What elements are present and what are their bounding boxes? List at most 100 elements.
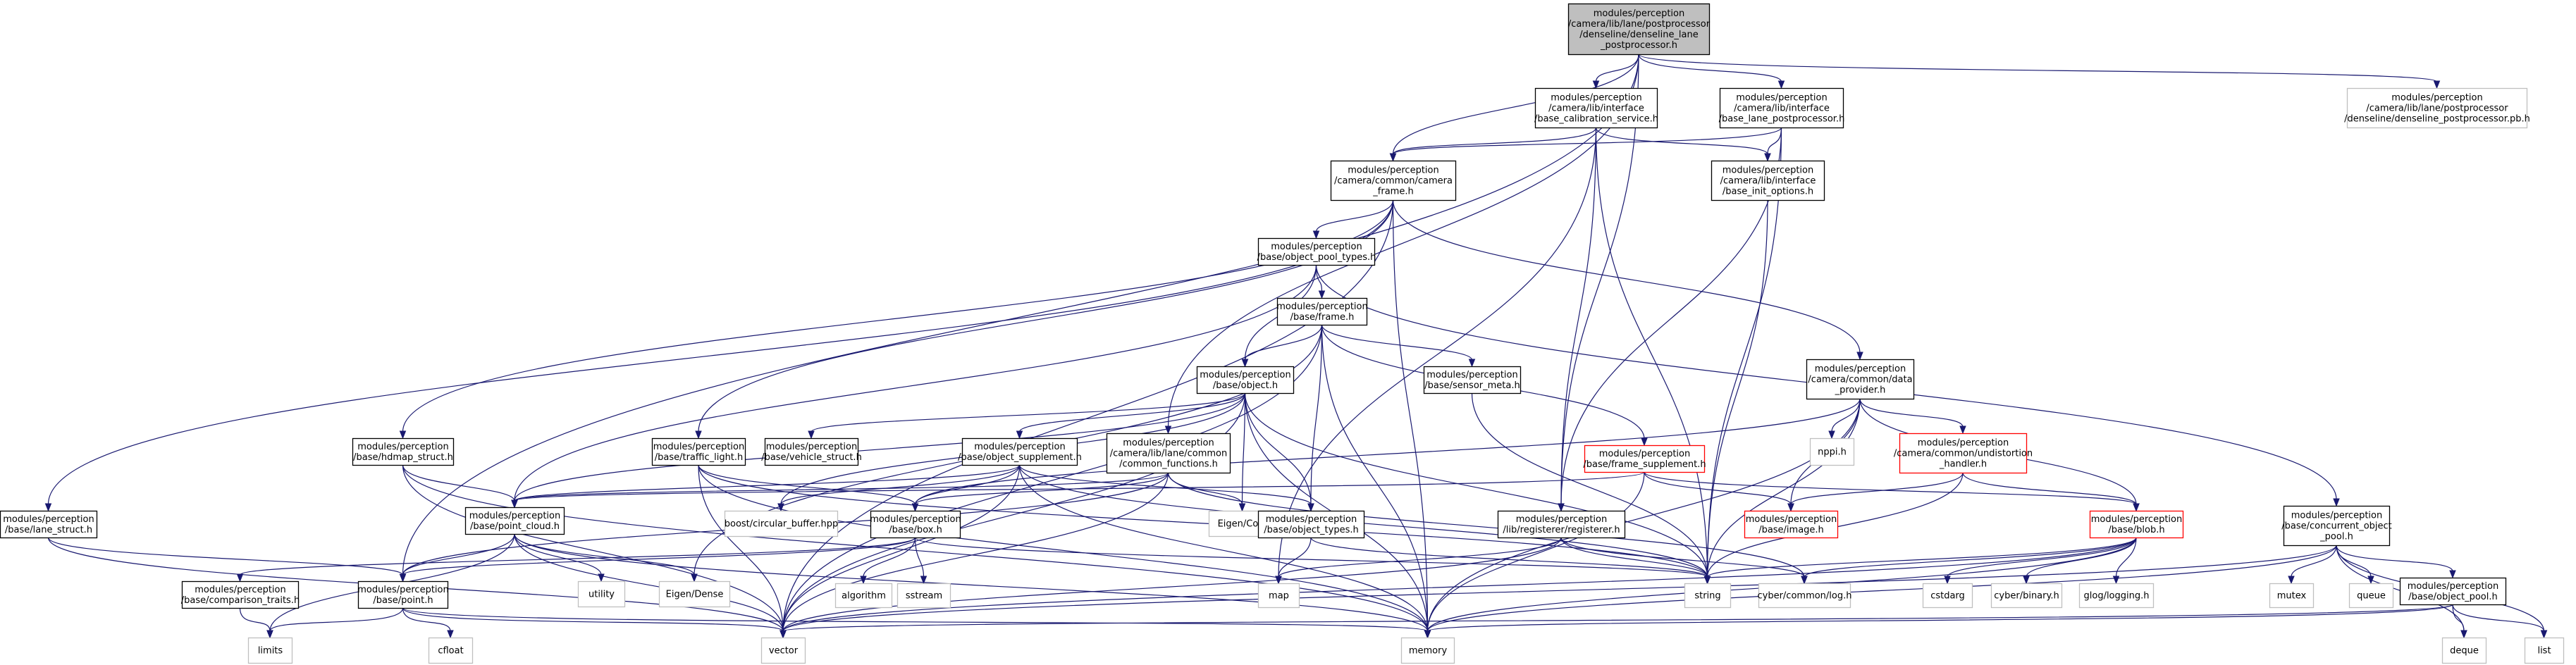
edge-object-pool-to-memory xyxy=(1424,604,2453,639)
node-object[interactable]: modules/perception/base/object.h xyxy=(1196,366,1295,394)
node-sstream[interactable]: sstream xyxy=(896,583,951,609)
node-obj-pool-types[interactable]: modules/perception/base/object_pool_type… xyxy=(1257,237,1376,266)
node-label-line: modules/perception xyxy=(766,442,857,452)
edge-box-to-sstream xyxy=(914,537,928,585)
node-blob[interactable]: modules/perception/base/blob.h xyxy=(2089,510,2184,539)
node-label-line: /base/box.h xyxy=(889,525,942,535)
node-cfloat[interactable]: cfloat xyxy=(428,637,474,664)
node-obj-types[interactable]: modules/perception/base/object_types.h xyxy=(1257,510,1365,539)
edge-sensor-meta-to-string xyxy=(1471,392,1711,585)
node-object-pool[interactable]: modules/perception/base/object_pool.h xyxy=(2399,577,2507,606)
node-label-line: /camera/lib/lane/common xyxy=(1110,449,1228,459)
node-label-line: /camera/common/undistortion xyxy=(1894,449,2033,459)
node-base-lane-pp[interactable]: modules/perception/camera/lib/interface/… xyxy=(1719,87,1845,129)
node-label-line: modules/perception xyxy=(3,514,94,525)
node-obj-supp[interactable]: modules/perception/base/object_supplemen… xyxy=(958,437,1082,466)
node-lane-struct[interactable]: modules/perception/base/lane_struct.h xyxy=(0,510,98,539)
node-label-line: /camera/common/data xyxy=(1808,375,1912,385)
node-label-line: utility xyxy=(588,590,615,600)
node-box xyxy=(2078,583,2155,609)
edge-registerer-to-cyber-log xyxy=(1560,537,1808,585)
node-glog[interactable]: glog/logging.h xyxy=(2078,583,2155,609)
node-box xyxy=(1257,583,1300,609)
node-box xyxy=(1330,160,1457,201)
node-root[interactable]: modules/perception/camera/lib/lane/postp… xyxy=(1567,3,1711,56)
edge-frame-supp-to-blob xyxy=(1644,471,2140,512)
node-frame-supp[interactable]: modules/perception/base/frame_supplement… xyxy=(1583,445,1706,473)
node-algorithm[interactable]: algorithm xyxy=(834,583,893,609)
edge-traffic-light-to-memory xyxy=(698,464,1431,639)
node-camera-frame[interactable]: modules/perception/camera/common/camera_… xyxy=(1330,160,1457,201)
edge-frame-to-obj-types xyxy=(1307,324,1323,512)
node-traffic-light[interactable]: modules/perception/base/traffic_light.h xyxy=(651,437,746,466)
node-box xyxy=(1196,366,1295,394)
node-memory[interactable]: memory xyxy=(1400,637,1455,664)
edge-box-to-comparison xyxy=(236,537,916,583)
node-cyber-binary[interactable]: cyber/binary.h xyxy=(1990,583,2063,609)
node-image[interactable]: modules/perception/base/image.h xyxy=(1744,510,1839,539)
node-hdmap[interactable]: modules/perception/base/hdmap_struct.h xyxy=(352,437,455,466)
node-box[interactable]: modules/perception/base/box.h xyxy=(870,510,961,539)
node-comparison[interactable]: modules/perception/base/comparison_trait… xyxy=(181,580,300,609)
node-point-cloud[interactable]: modules/perception/base/point_cloud.h xyxy=(464,506,565,535)
node-label-line: /base_init_options.h xyxy=(1723,187,1813,197)
node-cstdarg[interactable]: cstdarg xyxy=(1922,583,1973,609)
node-label-line: queue xyxy=(2357,591,2386,602)
edge-base-calib-to-base-init xyxy=(1595,127,1771,162)
node-base-init[interactable]: modules/perception/camera/lib/interface/… xyxy=(1711,160,1825,201)
node-label-line: /base/blob.h xyxy=(2108,525,2164,535)
node-label-line: modules/perception xyxy=(1266,514,1357,525)
node-box xyxy=(1584,445,1706,473)
node-label-line: /base/traffic_light.h xyxy=(655,452,744,463)
node-utility[interactable]: utility xyxy=(577,580,626,608)
node-queue[interactable]: queue xyxy=(2348,583,2394,609)
node-denseline-pb[interactable]: modules/perception/camera/lib/lane/postp… xyxy=(2344,87,2530,129)
node-string[interactable]: string xyxy=(1684,583,1732,609)
edge-object-pool-to-deque xyxy=(2452,604,2467,639)
node-box xyxy=(2346,87,2528,129)
node-label-line: modules/perception xyxy=(1723,166,1813,176)
node-box xyxy=(1758,583,1851,609)
edge-box-to-point xyxy=(399,537,916,583)
node-box xyxy=(1276,297,1368,326)
node-base-calib[interactable]: modules/perception/camera/lib/interface/… xyxy=(1534,87,1658,129)
node-box xyxy=(1990,583,2063,609)
node-eigen-dense[interactable]: Eigen/Dense xyxy=(658,580,731,608)
node-label-line: glog/logging.h xyxy=(2084,591,2150,602)
edge-object-pool-to-list xyxy=(2452,604,2548,639)
node-cyber-log[interactable]: cyber/common/log.h xyxy=(1757,583,1852,609)
node-deque[interactable]: deque xyxy=(2441,637,2487,664)
node-vehicle[interactable]: modules/perception/base/vehicle_struct.h xyxy=(761,437,862,466)
node-point[interactable]: modules/perception/base/point.h xyxy=(357,580,449,609)
node-sensor-meta[interactable]: modules/perception/base/sensor_meta.h xyxy=(1423,366,1522,394)
node-label-line: boost/circular_buffer.hpp xyxy=(725,519,839,530)
node-label-line: Eigen/Core xyxy=(1218,519,1268,530)
node-label-line: /base_lane_postprocessor.h xyxy=(1719,114,1845,125)
node-nppi[interactable]: nppi.h xyxy=(1809,437,1855,466)
node-label-line: modules/perception xyxy=(357,585,448,595)
edge-common-func-to-box xyxy=(911,472,1169,512)
node-list[interactable]: list xyxy=(2524,637,2565,664)
node-circular-buffer[interactable]: boost/circular_buffer.hpp xyxy=(725,510,839,537)
node-concurrent-pool[interactable]: modules/perception/base/concurrent_objec… xyxy=(2281,505,2392,547)
node-label-line: /base/object.h xyxy=(1213,380,1278,391)
node-label-line: /base/lane_struct.h xyxy=(5,525,92,535)
node-common-func[interactable]: modules/perception/camera/lib/lane/commo… xyxy=(1106,433,1231,474)
node-mutex[interactable]: mutex xyxy=(2269,583,2315,609)
node-box xyxy=(870,510,961,539)
edges-layer xyxy=(44,54,2548,639)
edge-camera-frame-to-memory xyxy=(1392,199,1431,639)
node-frame[interactable]: modules/perception/base/frame.h xyxy=(1276,297,1368,326)
node-map[interactable]: map xyxy=(1257,583,1300,609)
edge-point-to-memory xyxy=(402,607,1431,639)
edge-undistortion-to-image xyxy=(1787,472,1964,512)
node-box xyxy=(1806,359,1915,400)
node-undistortion[interactable]: modules/perception/camera/common/undisto… xyxy=(1894,433,2033,474)
node-label-line: modules/perception xyxy=(1348,166,1438,176)
node-vector[interactable]: vector xyxy=(760,637,806,664)
node-label-line: sstream xyxy=(906,591,942,602)
node-data-provider[interactable]: modules/perception/camera/common/data_pr… xyxy=(1806,359,1915,400)
node-label-line: modules/perception xyxy=(1551,93,1641,104)
node-limits[interactable]: limits xyxy=(247,637,293,664)
node-registerer[interactable]: modules/perception/lib/registerer/regist… xyxy=(1497,510,1626,539)
